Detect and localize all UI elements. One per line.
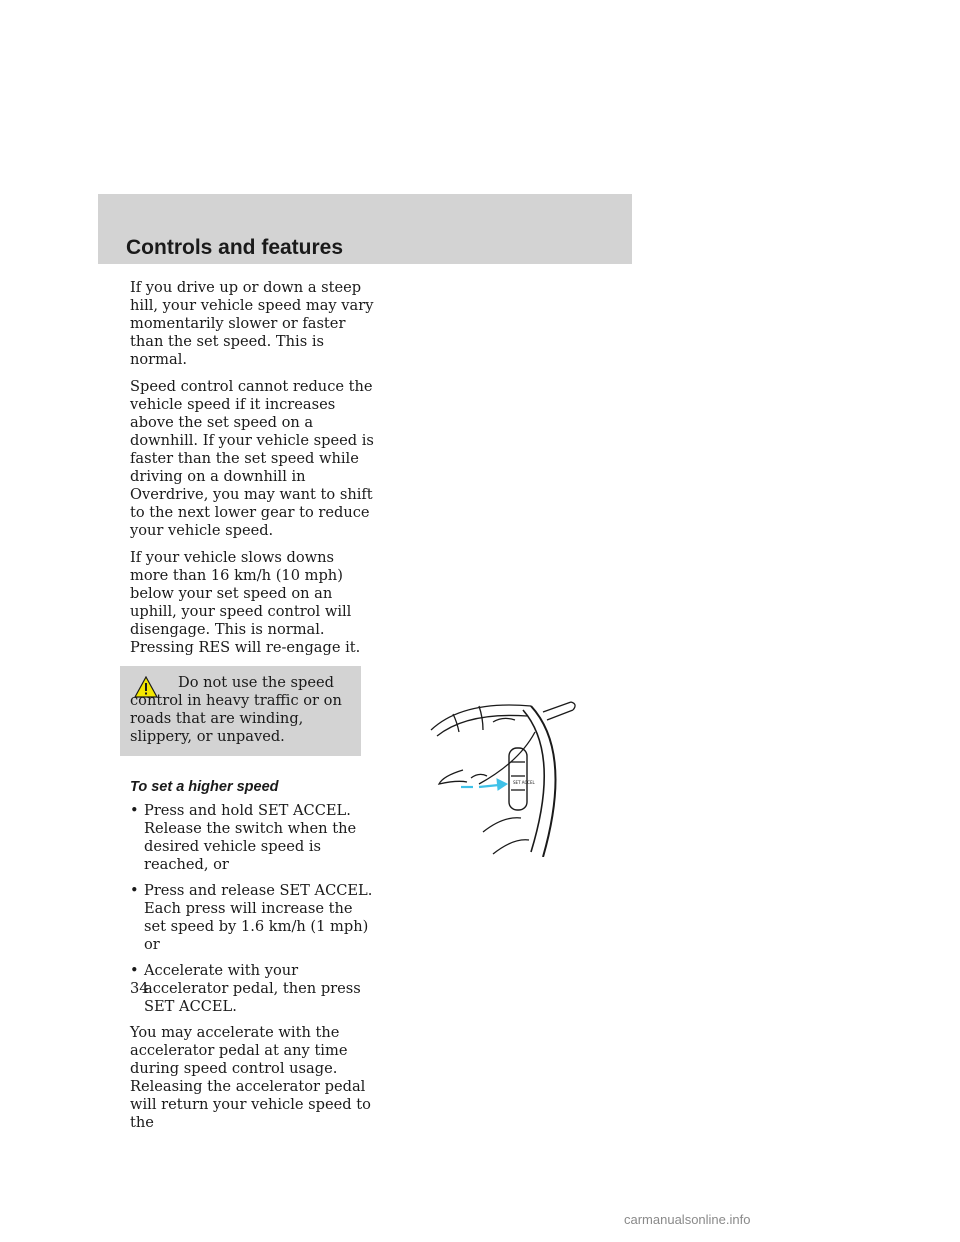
warning-icon [134,676,158,698]
warning-box: Do not use the speed control in heavy tr… [120,666,361,756]
warning-text-rest: control in heavy traffic or on roads tha… [130,692,342,745]
set-accel-button-label: SET ACCEL [513,780,536,785]
bullet-text: Accelerate with your accelerator pedal, … [144,962,361,1015]
watermark: carmanualsonline.info [624,1212,751,1227]
bullet-item: • Press and hold SET ACCEL. Release the … [130,802,375,874]
section-title: Controls and features [126,236,344,259]
paragraph-accelerate: You may accelerate with the accelerator … [130,1024,371,1131]
pointer-arrow-icon [461,778,508,791]
paragraph-uphill: If your vehicle slows downs more than 16… [130,549,361,656]
paragraph-steep-hill: If you drive up or down a steep hill, yo… [130,279,374,368]
steering-wheel-illustration: SET ACCEL [430,701,576,857]
bullet-item: • Press and release SET ACCEL. Each pres… [130,882,375,954]
bullet-text: Press and hold SET ACCEL. Release the sw… [144,802,357,873]
paragraph-downhill: Speed control cannot reduce the vehicle … [130,378,374,539]
subheading-higher-speed: To set a higher speed [130,779,279,795]
warning-text-line1: Do not use the speed [178,674,334,691]
bullet-icon: • [130,962,139,979]
bullet-item: • Accelerate with your accelerator pedal… [130,962,375,1016]
bullet-icon: • [130,802,139,819]
header-band [98,194,632,264]
bullet-icon: • [130,882,139,899]
bullet-text: Press and release SET ACCEL. Each press … [144,882,373,953]
text-column: If you drive up or down a steep hill, yo… [120,279,375,1141]
page-number: 34 [130,980,149,997]
